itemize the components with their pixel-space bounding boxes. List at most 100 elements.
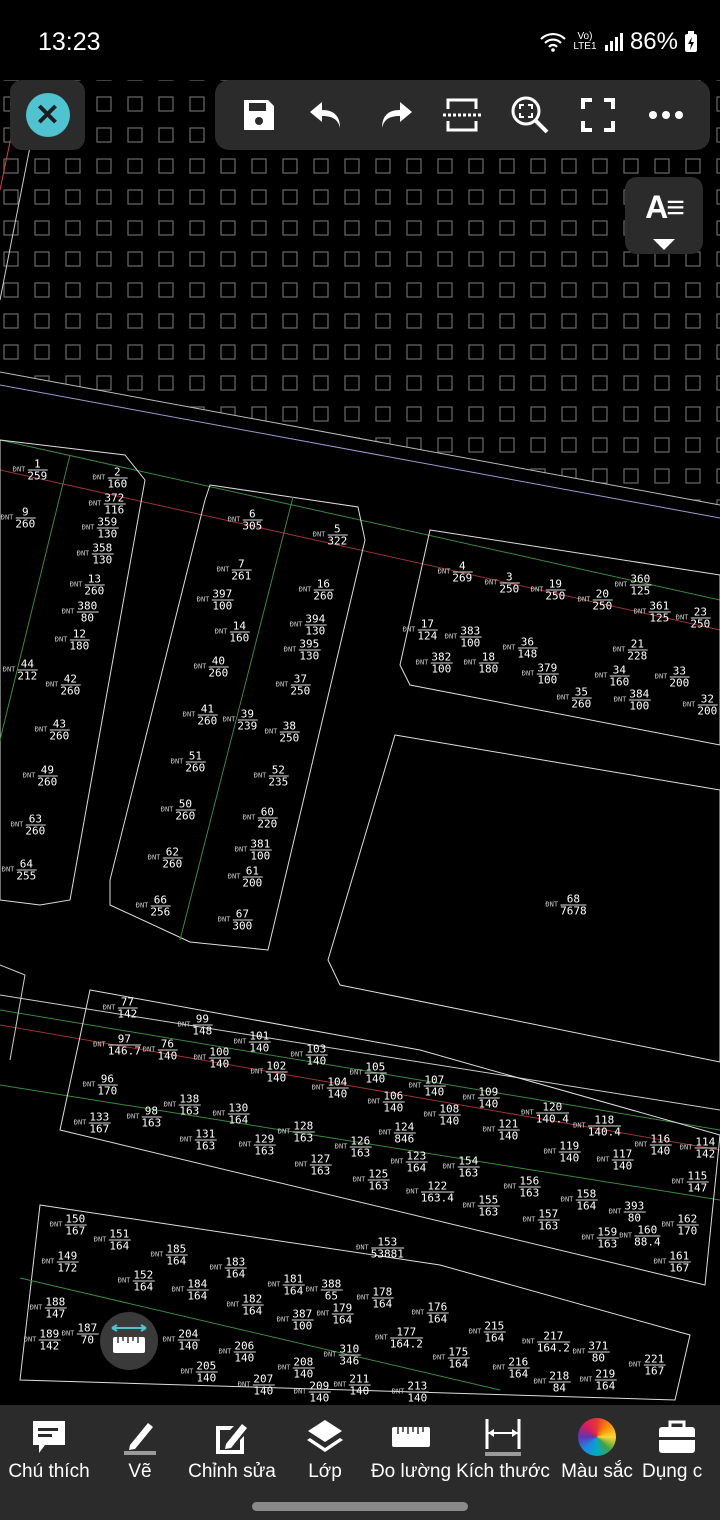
text-style-button[interactable]: A≡ (625, 177, 703, 254)
zoom-extents-icon[interactable] (508, 93, 552, 137)
parcel-prefix: ĐNT (533, 1377, 547, 1386)
tab-annotation[interactable]: Chú thích (0, 1405, 98, 1495)
parcel-number: 122 (420, 1181, 454, 1193)
ruler-icon (391, 1417, 431, 1457)
parcel-area: 164 (166, 1254, 187, 1268)
parcel-number: 67 (232, 909, 253, 921)
parcel-number: 183 (224, 1255, 247, 1269)
parcel-number: 188 (44, 1295, 67, 1309)
measure-floating-button[interactable] (100, 1312, 158, 1370)
parcel-area: 164 (427, 1312, 448, 1326)
parcel-number: 221 (643, 1352, 666, 1366)
parcel-number: 204 (177, 1327, 200, 1341)
fullscreen-icon[interactable] (576, 93, 620, 137)
parcel-area: 164 (109, 1239, 130, 1253)
parcel-prefix: ĐNT (442, 1162, 456, 1171)
parcel-prefix: ĐNT (264, 727, 278, 736)
color-wheel-icon (578, 1417, 616, 1457)
parcel-area: 300 (232, 919, 253, 933)
redo-icon[interactable] (373, 93, 417, 137)
save-icon[interactable] (237, 93, 281, 137)
parcel-prefix: ĐNT (682, 700, 696, 709)
undo-icon[interactable] (305, 93, 349, 137)
parcel-prefix: ĐNT (312, 530, 326, 539)
parcel-area: 80 (80, 611, 94, 625)
road-centerline (0, 439, 720, 601)
dimension-icon (483, 1417, 523, 1457)
parcel-number: 40 (208, 656, 229, 668)
parcel-area: 164 (595, 1379, 616, 1393)
parcel-prefix: ĐNT (277, 1363, 291, 1372)
parcel-number: 14 (229, 621, 250, 633)
parcel-area: 167 (669, 1261, 690, 1275)
parcel-area: 164 (228, 1113, 249, 1127)
parcel-area: 7678 (560, 904, 587, 918)
parcel-area: 163 (179, 1104, 200, 1118)
parcel-prefix: ĐNT (468, 1327, 482, 1336)
tab-tools[interactable]: Dụng c (642, 1405, 720, 1495)
parcel-area: 163 (597, 1237, 618, 1251)
parcel-area: 163 (141, 1116, 162, 1130)
parcel-area: 140 (266, 1071, 287, 1085)
parcel-number: 151 (108, 1227, 131, 1241)
parcel-prefix: ĐNT (45, 680, 59, 689)
parcel-number: 160 (634, 1225, 661, 1237)
parcel-prefix: ĐNT (102, 1003, 116, 1012)
toolbox-icon (658, 1417, 696, 1457)
close-button[interactable]: ✕ (25, 93, 70, 137)
status-time: 13:23 (38, 28, 101, 56)
parcel-number: 13 (84, 574, 105, 586)
parcel-number: 359 (96, 515, 119, 529)
road-edge (0, 371, 720, 506)
tab-dimension[interactable]: Kích thước (454, 1405, 552, 1495)
parcel-number: 175 (447, 1345, 470, 1359)
parcel-area: 140 (650, 1144, 671, 1158)
parcel-prefix: ĐNT (463, 658, 477, 667)
parcel-area: 250 (279, 731, 300, 745)
block-outline (0, 439, 146, 906)
parcel-area: 130 (97, 527, 118, 541)
parcel-prefix: ĐNT (406, 1187, 419, 1196)
parcel-number: 126 (349, 1134, 372, 1148)
tab-edit[interactable]: Chỉnh sửa (182, 1405, 282, 1495)
tab-draw[interactable]: Vẽ (98, 1405, 182, 1495)
tab-layers[interactable]: Lớp (282, 1405, 368, 1495)
tab-color[interactable]: Màu sắc (552, 1405, 642, 1495)
parcel-number: 123 (405, 1149, 428, 1163)
parcel-number: 6 (242, 509, 263, 521)
parcel-prefix: ĐNT (10, 820, 24, 829)
parcel-area: 140 (383, 1101, 404, 1115)
parcel-area: 261 (231, 569, 252, 583)
parcel-area: 147 (45, 1307, 66, 1321)
more-icon[interactable] (644, 93, 688, 137)
parcel-prefix: ĐNT (521, 669, 535, 678)
tab-label: Chú thích (8, 1461, 90, 1482)
parcel-area: 164 (283, 1284, 304, 1298)
parcel-area: 163 (368, 1179, 389, 1193)
home-indicator[interactable] (252, 1502, 468, 1511)
parcel-prefix: ĐNT (22, 771, 36, 780)
parcel-area: 140 (498, 1129, 519, 1143)
parcel-number: 115 (686, 1169, 709, 1183)
parcel-number: 384 (628, 687, 651, 701)
parcel-number: 62 (162, 847, 183, 859)
tab-measure[interactable]: Đo lường (368, 1405, 454, 1495)
section-icon[interactable] (440, 93, 484, 137)
parcel-number: 100 (208, 1045, 231, 1059)
